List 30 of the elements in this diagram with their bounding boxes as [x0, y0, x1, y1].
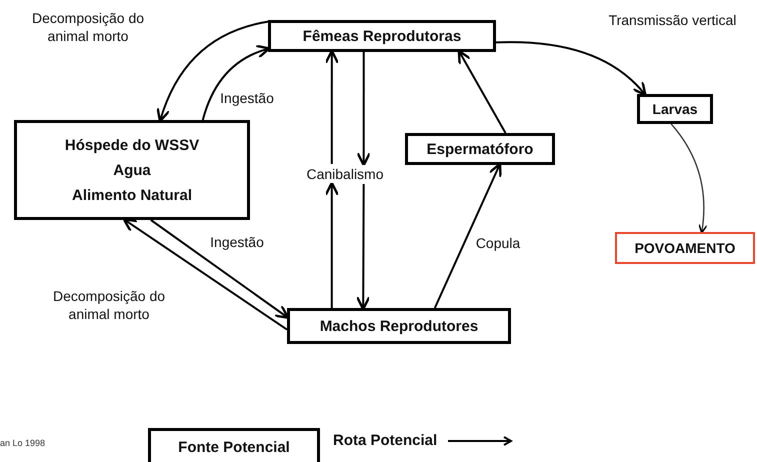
process-box — [405, 133, 555, 165]
arrow — [324, 182, 339, 308]
process-box — [615, 232, 755, 264]
arrow — [202, 45, 270, 120]
legend-label: Rota Potencial — [333, 432, 438, 449]
arrow — [670, 124, 708, 234]
arrow — [150, 219, 290, 319]
box-label: Larvas — [652, 101, 698, 117]
box-label: Espermatóforo — [426, 140, 534, 158]
arrow — [122, 218, 288, 330]
legend-box: Fonte Potencial — [148, 428, 320, 462]
arrow — [324, 50, 340, 164]
process-box — [287, 308, 511, 344]
process-box — [268, 20, 496, 52]
box-label: Machos Reprodutores — [320, 318, 478, 334]
arrow — [156, 20, 268, 122]
node-text: Canibalismo — [290, 164, 400, 184]
arrow — [458, 50, 506, 134]
box-label: Hóspede do WSSV — [64, 136, 200, 154]
arrow — [356, 184, 370, 310]
box-label: Fêmeas Reprodutoras — [302, 28, 462, 44]
process-box — [14, 120, 250, 220]
arrow — [496, 41, 647, 96]
box-label: Agua — [113, 162, 151, 178]
arrow — [356, 52, 371, 166]
arrow — [434, 162, 502, 308]
box-label: Alimento Natural — [72, 186, 192, 204]
process-box — [637, 94, 713, 124]
box-label: POVOAMENTO — [634, 240, 736, 256]
citation-note: an Lo 1998 — [0, 438, 46, 448]
